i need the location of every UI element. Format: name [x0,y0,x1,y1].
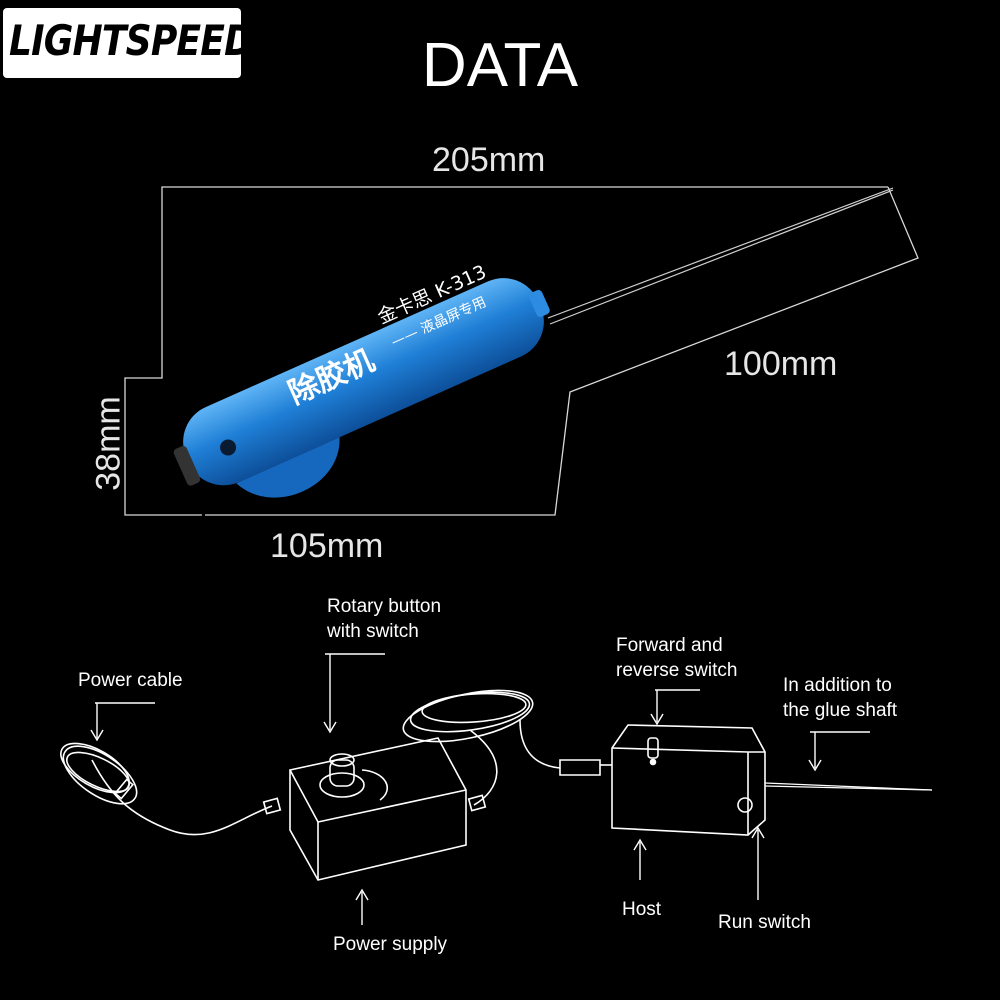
dimension-body-length: 105mm [270,527,384,565]
glue-remover-tool [173,278,550,498]
brand-logo-text: LIGHTSPEED [9,16,254,65]
label-rotary-button: Rotary button with switch [327,596,442,642]
label-forward-reverse-switch: Forward and reverse switch [616,635,738,681]
label-run-switch: Run switch [718,912,811,933]
dimension-needle-length: 100mm [724,345,838,383]
page-title: DATA [421,31,579,100]
tool-rear-plug [173,445,201,486]
tool-body [183,278,544,486]
tool-hole [220,439,237,456]
power-cable-drawing [60,689,612,836]
tool-grip [236,437,340,498]
needle [547,187,894,325]
label-power-cable: Power cable [78,670,183,691]
tool-tip-cap [528,289,550,317]
label-pointers [90,653,870,925]
label-glue-shaft: In addition to the glue shaft [783,675,898,721]
dimension-lines [124,186,919,516]
power-supply-drawing [262,737,487,881]
tool-name: 除胶机 [283,342,380,412]
label-power-supply: Power supply [333,934,448,955]
brand-logo: LIGHTSPEED [3,8,254,78]
dimension-outline-top [124,186,888,516]
label-host: Host [622,899,662,920]
host-drawing [611,724,933,836]
dimension-outline-needle [205,186,919,516]
dimension-diameter: 38mm [89,396,128,491]
dimension-total-length: 205mm [432,141,546,179]
